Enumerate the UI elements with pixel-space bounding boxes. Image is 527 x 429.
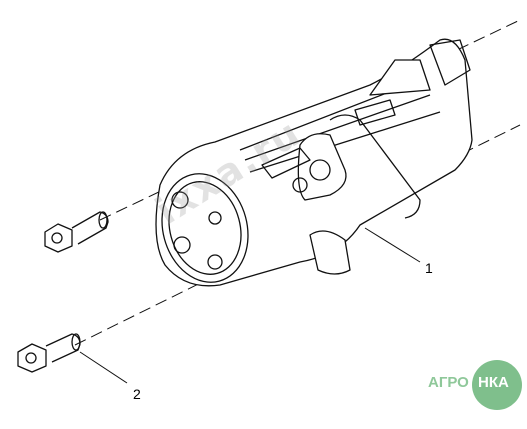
logo: АГРО НКА [428,360,523,412]
leader-line-1 [364,227,421,263]
logo-text-right: НКА [478,374,509,391]
bolt-lower [17,333,81,373]
starter-motor [155,38,473,287]
callout-2: 2 [133,386,141,402]
bolt-upper [44,211,109,253]
callout-1: 1 [425,260,433,276]
logo-text-left: АГРО [428,374,469,391]
leader-line-2 [79,351,128,384]
logo-circle [472,360,522,410]
center-line-lower [74,124,521,346]
